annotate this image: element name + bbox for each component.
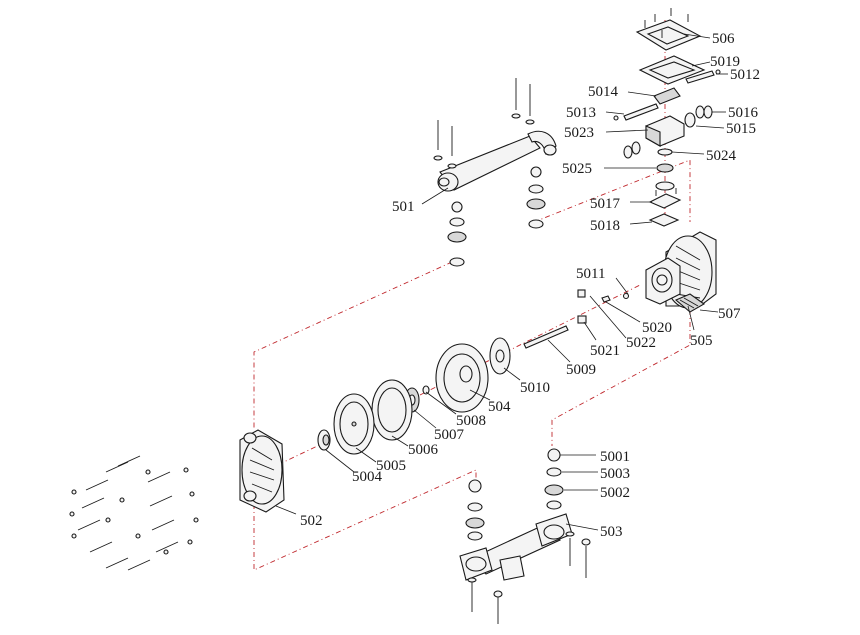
part-5019-gasket	[638, 55, 706, 85]
label-5025: 5025	[562, 161, 592, 177]
label-5009: 5009	[566, 362, 596, 378]
label-5001: 5001	[600, 449, 630, 465]
label-5007: 5007	[434, 427, 465, 443]
label-5024: 5024	[706, 148, 737, 164]
label-5006: 5006	[408, 442, 439, 458]
label-5004: 5004	[352, 469, 383, 485]
part-5011-5020-5022-5021-small	[577, 289, 630, 324]
part-501-outlet-manifold	[433, 78, 557, 192]
label-5014: 5014	[588, 84, 619, 100]
part-5010-outer-plate	[489, 337, 511, 375]
part-506-top-cover	[635, 8, 702, 51]
part-505-air-chamber-right	[645, 231, 717, 309]
part-502-liquid-chamber-left	[239, 429, 285, 513]
leader-lines	[275, 33, 728, 531]
label-5020: 5020	[642, 320, 672, 336]
label-5022: 5022	[626, 335, 656, 351]
label-5012: 5012	[730, 67, 760, 83]
label-5017: 5017	[590, 196, 621, 212]
label-5005: 5005	[376, 458, 406, 474]
part-5023-valve-body	[645, 115, 685, 147]
label-507: 507	[718, 306, 741, 322]
label-505: 505	[690, 333, 713, 349]
label-5013: 5013	[566, 105, 596, 121]
part-504-diaphragm	[435, 343, 489, 413]
label-503: 503	[600, 524, 623, 540]
part-5012-shaft	[685, 69, 721, 84]
label-504: 504	[488, 399, 511, 415]
label-502: 502	[300, 513, 323, 529]
part-5017-5018-plates	[648, 188, 682, 227]
label-501: 501	[392, 199, 415, 215]
label-5011: 5011	[576, 266, 605, 282]
label-5015: 5015	[726, 121, 756, 137]
label-5008: 5008	[456, 413, 486, 429]
label-5016: 5016	[728, 105, 759, 121]
label-5021: 5021	[590, 343, 620, 359]
part-501-valve-stack-right	[526, 166, 546, 229]
label-5019: 5019	[710, 54, 740, 70]
label-506: 506	[712, 31, 735, 47]
part-5004-inner-plate	[317, 429, 331, 451]
part-5005-diaphragm	[333, 393, 375, 455]
label-5018: 5018	[590, 218, 620, 234]
part-5001-5003-5002-stack	[544, 448, 564, 510]
label-5010: 5010	[520, 380, 550, 396]
label-5003: 5003	[600, 466, 630, 482]
part-5016-5015-caps	[623, 105, 713, 159]
part-503-inlet-manifold	[459, 513, 591, 624]
label-5023: 5023	[564, 125, 594, 141]
part-5014-valve-spool	[613, 87, 681, 121]
part-5009-main-shaft	[523, 325, 569, 349]
part-507-muffler	[674, 293, 706, 313]
part-501-valve-stack-left	[447, 201, 467, 267]
part-502-bolts-nuts	[69, 455, 199, 571]
part-5024-5025-seals	[655, 148, 675, 191]
label-5002: 5002	[600, 485, 630, 501]
part-5006-diaphragm	[371, 379, 413, 441]
part-labels: 506 5019 5012 5014 5013 5016 5023 5015 5…	[300, 31, 760, 540]
part-503-valve-stack-left	[465, 479, 485, 541]
